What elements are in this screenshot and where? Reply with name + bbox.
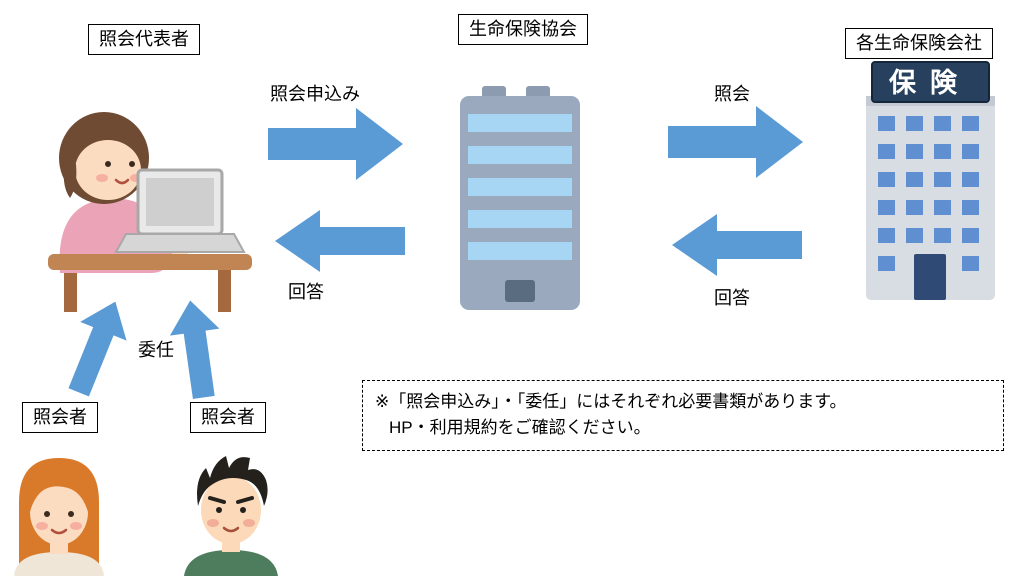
note-box: ※「照会申込み」・「委任」にはそれぞれ必要書類があります。 HP・利用規約をご確… — [362, 380, 1004, 451]
reply-right-arrow — [672, 214, 802, 276]
woman-at-laptop-illustration — [30, 58, 265, 313]
application-arrow — [268, 108, 403, 180]
inquiry-arrow-label: 照会 — [714, 84, 750, 104]
representative-label-box: 照会代表者 — [88, 24, 200, 55]
note-line-1: ※「照会申込み」・「委任」にはそれぞれ必要書類があります。 — [375, 392, 847, 411]
inquirer-right-label-box: 照会者 — [190, 402, 266, 433]
delegation-arrow-label: 委任 — [138, 340, 174, 360]
inquiry-arrow — [668, 106, 803, 178]
inquirer-woman-illustration — [6, 440, 112, 576]
insurance-sign-text: 保険 — [888, 68, 971, 98]
reply-left-arrow-label: 回答 — [288, 282, 324, 302]
inquirer-man-illustration — [176, 440, 286, 576]
association-label-box: 生命保険協会 — [458, 14, 588, 45]
application-arrow-label: 照会申込み — [270, 84, 360, 104]
delegation-arrow-right — [165, 297, 228, 401]
insurers-label-box: 各生命保険会社 — [845, 28, 993, 59]
inquirer-left-label-box: 照会者 — [22, 402, 98, 433]
insurance-building-illustration: 保険 — [858, 58, 1003, 303]
association-building-illustration — [450, 84, 590, 312]
reply-left-arrow — [275, 210, 405, 272]
reply-right-arrow-label: 回答 — [714, 288, 750, 308]
note-line-2: HP・利用規約をご確認ください。 — [389, 418, 651, 438]
delegation-arrow-left — [55, 292, 138, 402]
